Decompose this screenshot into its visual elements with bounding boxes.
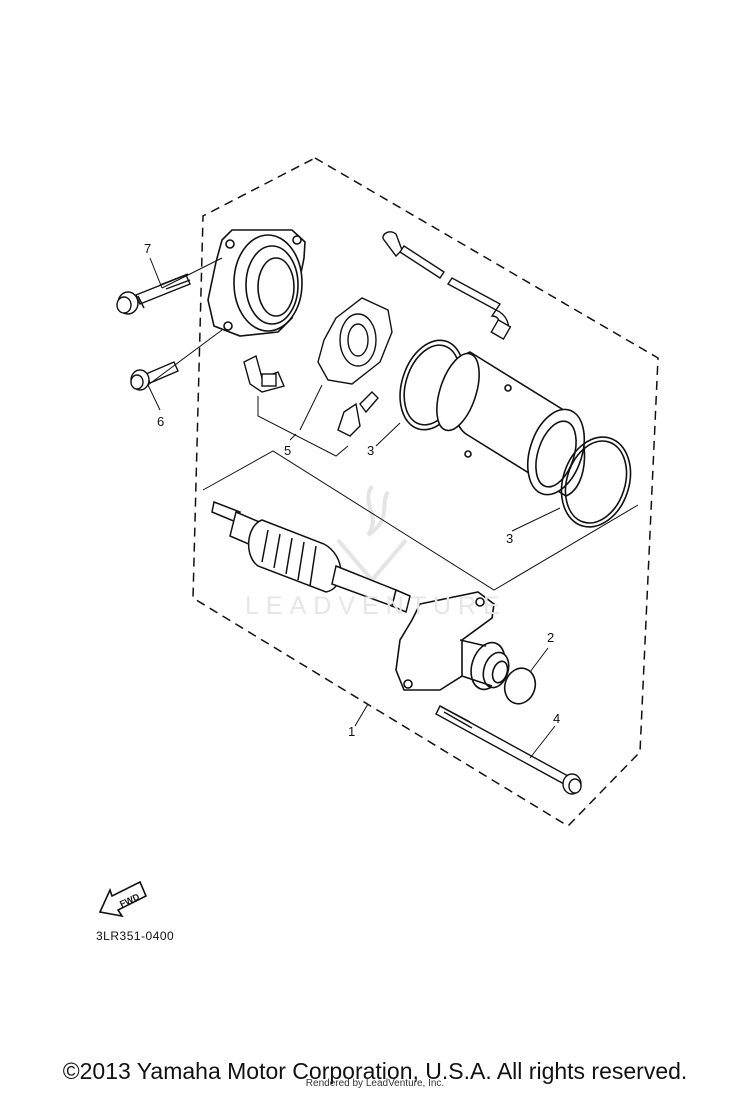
- assembly-outline: [192, 157, 659, 827]
- brush-plate: [317, 297, 393, 385]
- copyright-notice: ©2013 Yamaha Motor Corporation, U.S.A. A…: [62, 1058, 688, 1084]
- callout-5: 5: [284, 443, 291, 458]
- brush-set-5: [243, 354, 379, 437]
- callout-2: 2: [547, 630, 554, 645]
- callout-3-lower: 3: [506, 531, 513, 546]
- leader-lines: [147, 257, 561, 759]
- callout-7: 7: [144, 241, 151, 256]
- lead-wire: [382, 231, 512, 341]
- callout-4: 4: [553, 711, 560, 726]
- leader-5: [257, 384, 349, 457]
- bolt-6: [130, 361, 179, 391]
- rendered-by-notice: Rendered by LeadVenture, Inc.: [305, 1078, 445, 1089]
- rear-cover: [207, 229, 306, 337]
- callout-3-upper: 3: [367, 443, 374, 458]
- subgroup-outline: [202, 450, 639, 591]
- front-cover: [395, 591, 510, 691]
- watermark-logo: [336, 484, 408, 584]
- fwd-arrow-icon: FWD: [98, 880, 148, 918]
- through-bolt-4: [435, 705, 582, 795]
- diagram-reference: 3LR351-0400: [96, 929, 175, 943]
- o-ring-3-lower: [560, 436, 632, 528]
- o-ring-2: [503, 667, 537, 705]
- yoke-housing: [436, 351, 586, 497]
- callout-6: 6: [157, 414, 164, 429]
- bolt-7: [116, 273, 191, 315]
- callout-1: 1: [348, 724, 355, 739]
- armature: [211, 500, 411, 614]
- watermark-text: LEADVENTURE: [245, 592, 507, 620]
